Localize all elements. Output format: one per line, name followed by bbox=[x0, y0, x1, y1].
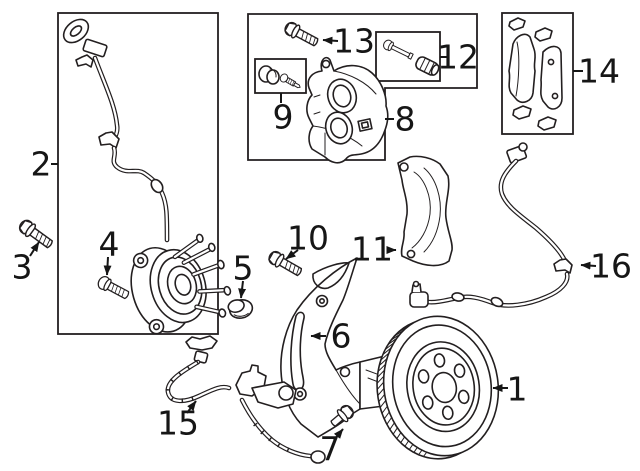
hub-harness-group bbox=[57, 12, 232, 335]
rotor-vent-hatching bbox=[376, 320, 428, 458]
callout-4[interactable]: 4 bbox=[99, 225, 120, 264]
hub-bearing-assembly-drawing bbox=[130, 233, 232, 335]
callout-2[interactable]: 2 bbox=[31, 145, 52, 184]
callout-11[interactable]: 11 bbox=[351, 230, 393, 269]
callout-12[interactable]: 12 bbox=[437, 38, 479, 77]
rotor-lug-holes bbox=[417, 353, 470, 421]
wheel-stud-drawing bbox=[97, 275, 130, 300]
callout-16[interactable]: 16 bbox=[590, 247, 632, 286]
callout-8[interactable]: 8 bbox=[395, 100, 416, 139]
brake-hose-drawing bbox=[165, 335, 326, 464]
brake-rotor-drawing bbox=[376, 315, 500, 460]
callout-5[interactable]: 5 bbox=[233, 249, 254, 288]
abs-harness-drawing bbox=[62, 18, 170, 243]
abs-sensor-drawing bbox=[409, 142, 573, 308]
callout-1[interactable]: 1 bbox=[507, 370, 528, 409]
shield-bolt-drawing bbox=[330, 404, 355, 427]
callout-9[interactable]: 9 bbox=[273, 98, 294, 137]
callout-15[interactable]: 15 bbox=[157, 404, 199, 443]
callout-10[interactable]: 10 bbox=[287, 219, 329, 258]
group-box-8 bbox=[247, 13, 478, 161]
callout-leaders bbox=[29, 36, 597, 441]
group-box-2 bbox=[57, 12, 219, 335]
caliper-bolt-drawing bbox=[281, 19, 321, 50]
callout-labels: 1 2 3 4 5 6 7 8 9 10 11 12 13 14 15 16 bbox=[12, 22, 633, 469]
group-box-14 bbox=[501, 12, 574, 135]
guide-pin-kit-drawing bbox=[383, 39, 440, 76]
callout-6[interactable]: 6 bbox=[331, 317, 352, 356]
caliper-bracket-drawing bbox=[397, 155, 453, 267]
bleeder-kit-drawing bbox=[258, 65, 301, 89]
sealing-cap-drawing bbox=[227, 299, 254, 319]
callout-13[interactable]: 13 bbox=[333, 22, 375, 61]
callout-3[interactable]: 3 bbox=[12, 248, 33, 287]
callout-14[interactable]: 14 bbox=[578, 52, 620, 91]
brake-pads-group bbox=[501, 12, 574, 135]
caliper-group bbox=[247, 13, 478, 164]
brake-caliper-drawing bbox=[306, 56, 389, 164]
brake-pad-set-drawing bbox=[508, 17, 563, 131]
callout-7[interactable]: 7 bbox=[320, 430, 341, 469]
